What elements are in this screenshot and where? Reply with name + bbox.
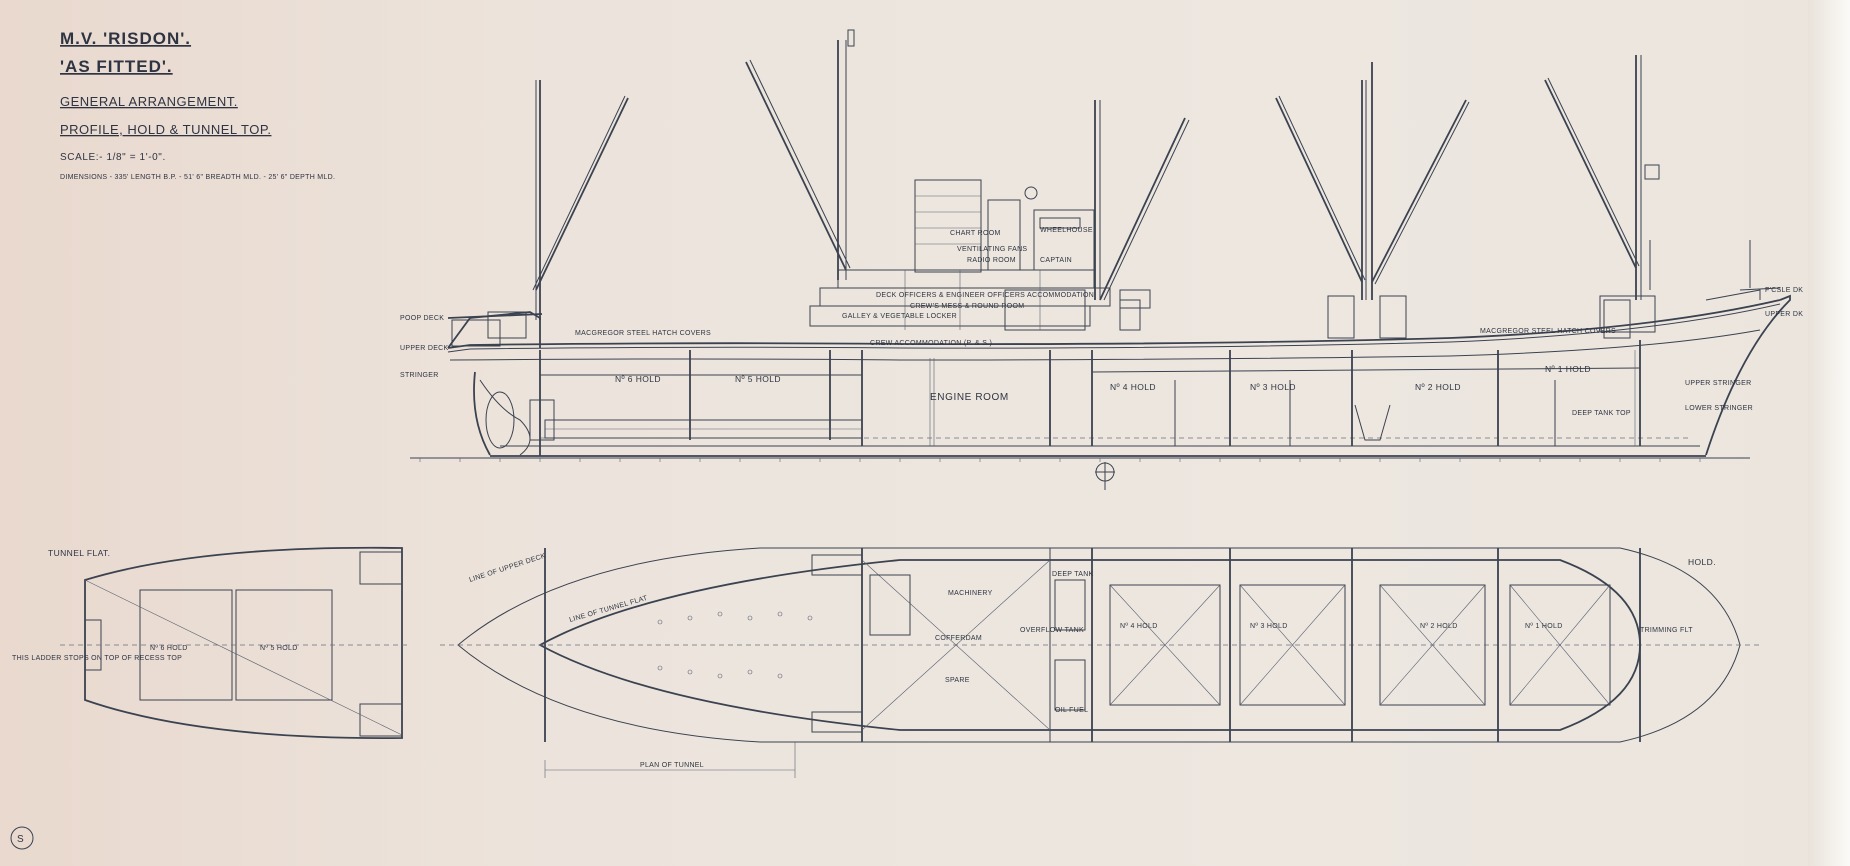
svg-text:CHART ROOM: CHART ROOM [950, 230, 1001, 237]
svg-text:CAPTAIN: CAPTAIN [1040, 257, 1072, 264]
sheet-mark-circle [10, 826, 34, 850]
frame-ticks [419, 458, 1701, 462]
drawing-scale: SCALE:- 1/8" = 1'-0". [60, 152, 166, 163]
line-of-tunnel-flat-label: LINE OF TUNNEL FLAT [569, 595, 649, 624]
lower-stringer-label: LOWER STRINGER [1685, 405, 1753, 412]
masts-and-derricks [532, 29, 1751, 320]
deep-tank-label: DEEP TANK [1052, 571, 1094, 578]
paper-edge [1808, 0, 1850, 866]
line-of-upper-deck-label: LINE OF UPPER DECK [468, 552, 546, 583]
upper-deck-fwd-label: UPPER DK [1765, 311, 1803, 318]
machinery-label: MACHINERY [948, 590, 993, 597]
tunnel-flat-plan: TUNNEL FLAT. Nº 6 HOLD Nº 5 HOLD THIS LA… [12, 546, 410, 739]
no4-hold-label: Nº 4 HOLD [1110, 382, 1156, 392]
plan-no1-hold: Nº 1 HOLD [1525, 623, 1563, 630]
svg-text:VENTILATING FANS: VENTILATING FANS [957, 246, 1027, 253]
no3-hold-label: Nº 3 HOLD [1250, 382, 1296, 392]
tunnel-no5-hold: Nº 5 HOLD [260, 645, 298, 652]
stringer-label: STRINGER [400, 372, 439, 379]
engine-room-label: ENGINE ROOM [930, 392, 1009, 403]
hold-plan-label: HOLD. [1688, 557, 1716, 567]
no2-hold-label: Nº 2 HOLD [1415, 382, 1461, 392]
crew-accommodation-label: CREW ACCOMMODATION (P. & S.) [870, 340, 992, 347]
plan-no2-hold: Nº 2 HOLD [1420, 623, 1458, 630]
fcsle-deck-label: F'CSLE DK [1765, 287, 1803, 294]
plan-no4-hold: Nº 4 HOLD [1120, 623, 1158, 630]
no5-hold-label: Nº 5 HOLD [735, 374, 781, 384]
upper-deck-label: UPPER DECK [400, 345, 449, 352]
vessel-name: M.V. 'RISDON'. [60, 29, 191, 48]
spare-label: SPARE [945, 677, 970, 684]
sheet-mark: S [17, 834, 24, 845]
trimming-flat-label: TRIMMING FLT [1640, 627, 1693, 634]
superstructure: GALLEY & VEGETABLE LOCKER CREW'S MESS & … [487, 179, 1631, 339]
deep-tank-top-label: DEEP TANK TOP [1572, 410, 1631, 417]
svg-text:DECK OFFICERS & ENGINEER OFFIC: DECK OFFICERS & ENGINEER OFFICERS ACCOMM… [876, 292, 1094, 299]
oil-fuel-label: OIL FUEL [1055, 707, 1088, 714]
hull-profile: POOP DECK UPPER DECK STRINGER ENGINE ROO… [400, 287, 1803, 490]
tunnel-flat-label: TUNNEL FLAT. [48, 548, 110, 558]
tunnel-no6-hold: Nº 6 HOLD [150, 645, 188, 652]
no1-hold-label: Nº 1 HOLD [1545, 364, 1591, 374]
drawing-status: 'AS FITTED'. [60, 57, 173, 76]
svg-text:RADIO ROOM: RADIO ROOM [967, 257, 1016, 264]
upper-stringer-label: UPPER STRINGER [1685, 380, 1751, 387]
plan-no3-hold: Nº 3 HOLD [1250, 623, 1288, 630]
no6-hold-label: Nº 6 HOLD [615, 374, 661, 384]
svg-text:GALLEY & VEGETABLE LOCKER: GALLEY & VEGETABLE LOCKER [842, 313, 957, 320]
svg-text:CREW'S MESS & ROUND ROOM: CREW'S MESS & ROUND ROOM [910, 303, 1024, 310]
poop-deck-label: POOP DECK [400, 315, 444, 322]
title-block: M.V. 'RISDON'. 'AS FITTED'. GENERAL ARRA… [60, 29, 335, 181]
drawing-dimensions: DIMENSIONS - 335' LENGTH B.P. - 51' 6" B… [60, 174, 335, 181]
overflow-tank-label: OVERFLOW TANK [1020, 627, 1084, 634]
macgregor-aft-label: MACGREGOR STEEL HATCH COVERS [575, 330, 711, 337]
plan-of-tunnel-label: PLAN OF TUNNEL [640, 762, 704, 769]
ladder-note: THIS LADDER STOPS ON TOP OF RECESS TOP [12, 655, 182, 662]
drawing-views: PROFILE, HOLD & TUNNEL TOP. [60, 122, 271, 137]
cofferdam-label: COFFERDAM [935, 635, 982, 642]
macgregor-fwd-label: MACGREGOR STEEL HATCH COVERS [1480, 328, 1616, 335]
hold-plan: HOLD. [440, 547, 1760, 778]
svg-text:WHEELHOUSE: WHEELHOUSE [1040, 227, 1093, 234]
drawing-title: GENERAL ARRANGEMENT. [60, 94, 238, 109]
